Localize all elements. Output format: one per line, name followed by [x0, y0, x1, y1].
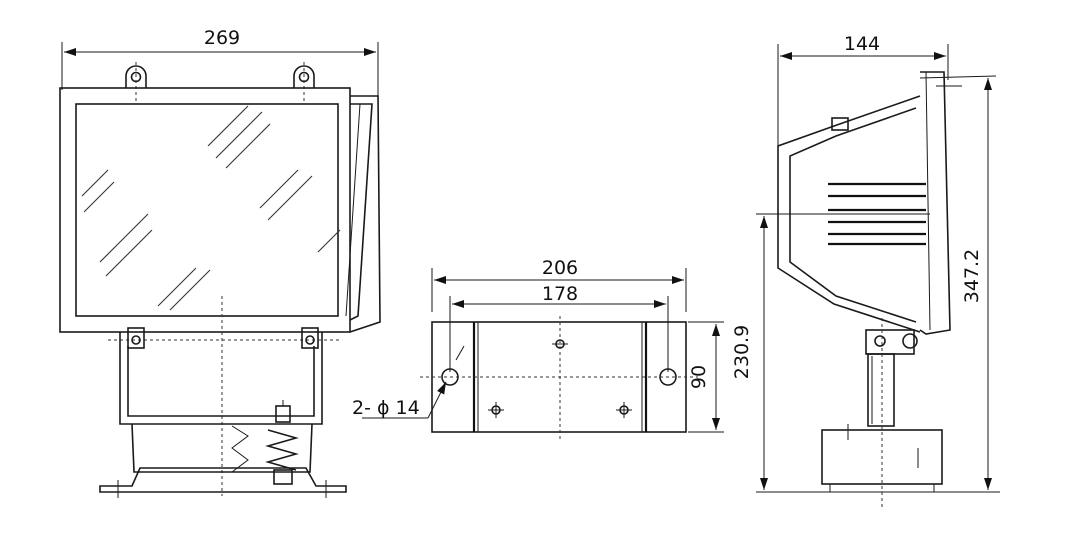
- bracket-view: 206 178: [352, 257, 724, 440]
- dim-front-width-label: 269: [204, 27, 240, 49]
- lamp-housing-front: [59, 87, 381, 333]
- dim-bracket-outer-label: 206: [542, 257, 578, 279]
- dim-bracket-height-label: 90: [688, 365, 710, 389]
- hole-leader: 2- ϕ 14: [352, 345, 465, 419]
- u-bracket-front: [99, 332, 347, 498]
- hole-spec-label: 2- ϕ 14: [352, 397, 420, 419]
- dim-bracket-holes: 178: [449, 283, 669, 372]
- internal-ribs: [756, 182, 930, 246]
- dim-pivot-height-label: 230.9: [731, 325, 753, 379]
- dim-bracket-holes-label: 178: [542, 283, 578, 305]
- dim-bracket-outer: 206: [431, 257, 687, 312]
- dim-bracket-height: 90: [688, 321, 724, 433]
- pivot-joints: [127, 327, 319, 349]
- bracket-plate: [420, 316, 698, 440]
- tension-spring: [265, 400, 299, 485]
- dim-total-height-label: 347.2: [961, 249, 983, 303]
- dim-side-depth: 144: [777, 33, 949, 146]
- lamp-housing-side: [777, 71, 997, 335]
- dim-side-depth-label: 144: [844, 33, 880, 55]
- dim-front-width: 269: [61, 27, 379, 98]
- side-base: [756, 424, 1000, 493]
- side-pivot: [865, 318, 918, 510]
- dim-total-height: 347.2: [961, 78, 992, 490]
- glass-reflection-marks: [81, 105, 341, 311]
- side-view: 144: [731, 33, 1000, 510]
- top-lugs: [125, 62, 315, 104]
- dim-pivot-height: 230.9: [731, 216, 768, 490]
- front-view: 269: [59, 27, 381, 498]
